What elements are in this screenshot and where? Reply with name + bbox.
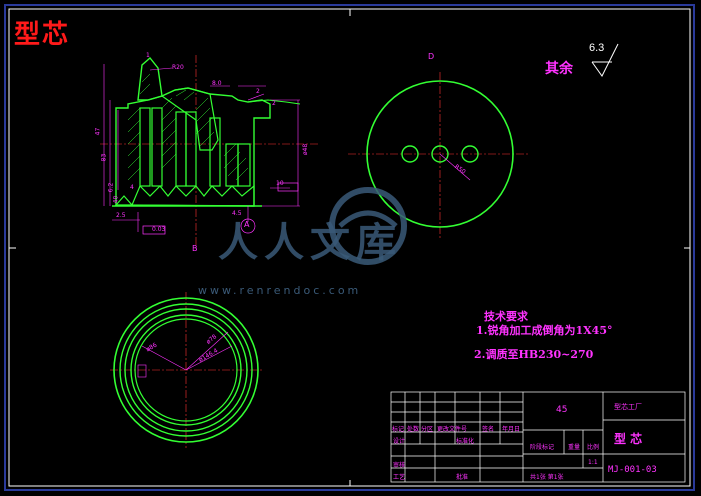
top-view-label: D (428, 52, 435, 61)
dim-2: 2 (256, 88, 260, 95)
tolerance-box: 0.03 (152, 226, 166, 233)
watermark-brand: 人人文库 (218, 220, 402, 266)
dim-h3: 2.5 (116, 212, 126, 219)
tb-label-count: 处数 (407, 426, 420, 433)
stage-label: 阶段标记 (530, 444, 555, 451)
dim-right: ø48 (302, 143, 310, 156)
material-text: 45 (556, 405, 568, 415)
dim-h1: 8.0 (212, 80, 222, 87)
dim-r20: R20 (172, 64, 184, 71)
tb-label-approve: 批准 (456, 474, 469, 481)
dim-h2: 2 (272, 100, 276, 107)
drawing-title: 型芯 (14, 20, 71, 50)
bottom-view (110, 292, 262, 448)
dim-h6: 4.5 (232, 210, 242, 217)
tb-label-mark: 标记 (392, 426, 405, 433)
dim-h4: 10 (276, 180, 284, 187)
tech-line-2: 2.调质至HB230~270 (474, 348, 594, 361)
dim-v3: 6.2 (107, 182, 115, 193)
scale-value: 1:1 (588, 459, 598, 466)
dim-v1: 47 (94, 127, 102, 136)
dim-v2: 83 (100, 153, 108, 162)
tech-line-1: 1.锐角加工成倒角为1X45° (476, 324, 613, 337)
dim-v4: 40 (112, 195, 120, 204)
section-view (100, 55, 320, 248)
tb-label-change: 更改文件号 (437, 426, 468, 433)
scale-label: 比例 (587, 444, 600, 451)
tb-label-review: 审核 (393, 462, 406, 469)
roughness-label: 其余 (545, 61, 573, 77)
tb-label-process: 工艺 (393, 474, 406, 481)
roughness-symbol (591, 43, 619, 77)
company-text: 型芯工厂 (614, 403, 642, 411)
tech-heading: 技术要求 (484, 310, 528, 323)
sheet-text: 共1张 第1张 (530, 474, 564, 481)
roughness-value: 6.3 (589, 42, 605, 54)
dim-1: 1 (146, 52, 150, 59)
title-block-grid (390, 391, 686, 483)
part-name: 型 芯 (614, 432, 643, 446)
dim-h5: 4 (130, 184, 134, 191)
tb-label-date: 年月日 (502, 426, 521, 433)
tb-label-standard: 标准化 (456, 438, 475, 445)
view-letter-label: B (192, 244, 198, 253)
tb-label-sign: 签名 (482, 426, 495, 433)
weight-label: 重量 (568, 444, 581, 451)
watermark-url: www.renrendoc.com (198, 284, 362, 297)
outer-border (4, 4, 695, 491)
tb-label-zone: 分区 (421, 426, 434, 433)
drawing-number: MJ-001-03 (608, 465, 657, 475)
section-marker-label: A (244, 220, 250, 229)
top-view (348, 72, 530, 240)
tb-label-design: 设计 (393, 438, 406, 445)
watermark-logo (329, 187, 407, 265)
